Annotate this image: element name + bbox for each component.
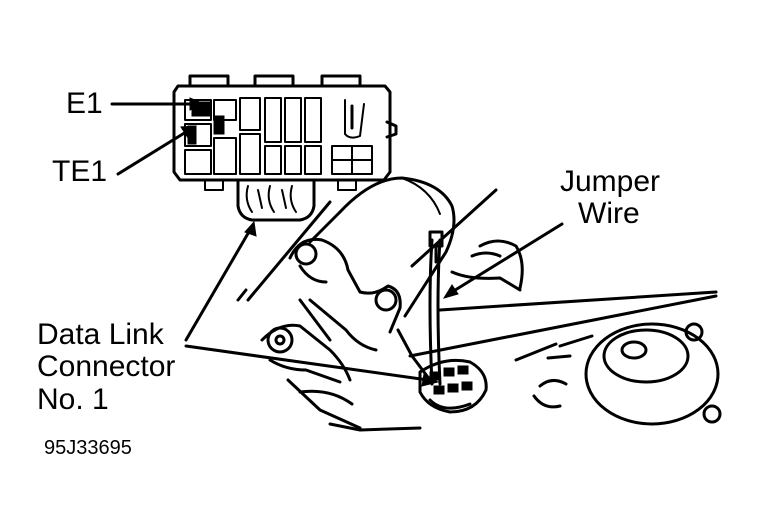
label-connector: Connector <box>37 350 176 383</box>
leader-dlc-lower <box>184 344 440 387</box>
connector-detail <box>172 74 398 222</box>
label-e1: E1 <box>66 87 103 120</box>
engine-bay <box>236 176 722 432</box>
label-te1: TE1 <box>52 155 108 188</box>
leader-dlc-upper <box>184 220 257 342</box>
label-jumper: Jumper <box>560 165 661 198</box>
leader-jumper-wire <box>442 222 564 299</box>
leader-e1 <box>110 97 206 111</box>
label-no-1: No. 1 <box>37 383 109 416</box>
leader-te1 <box>116 125 197 176</box>
figure-id: 95J33695 <box>44 437 132 459</box>
label-wire: Wire <box>578 197 640 230</box>
label-data-link: Data Link <box>37 318 164 351</box>
